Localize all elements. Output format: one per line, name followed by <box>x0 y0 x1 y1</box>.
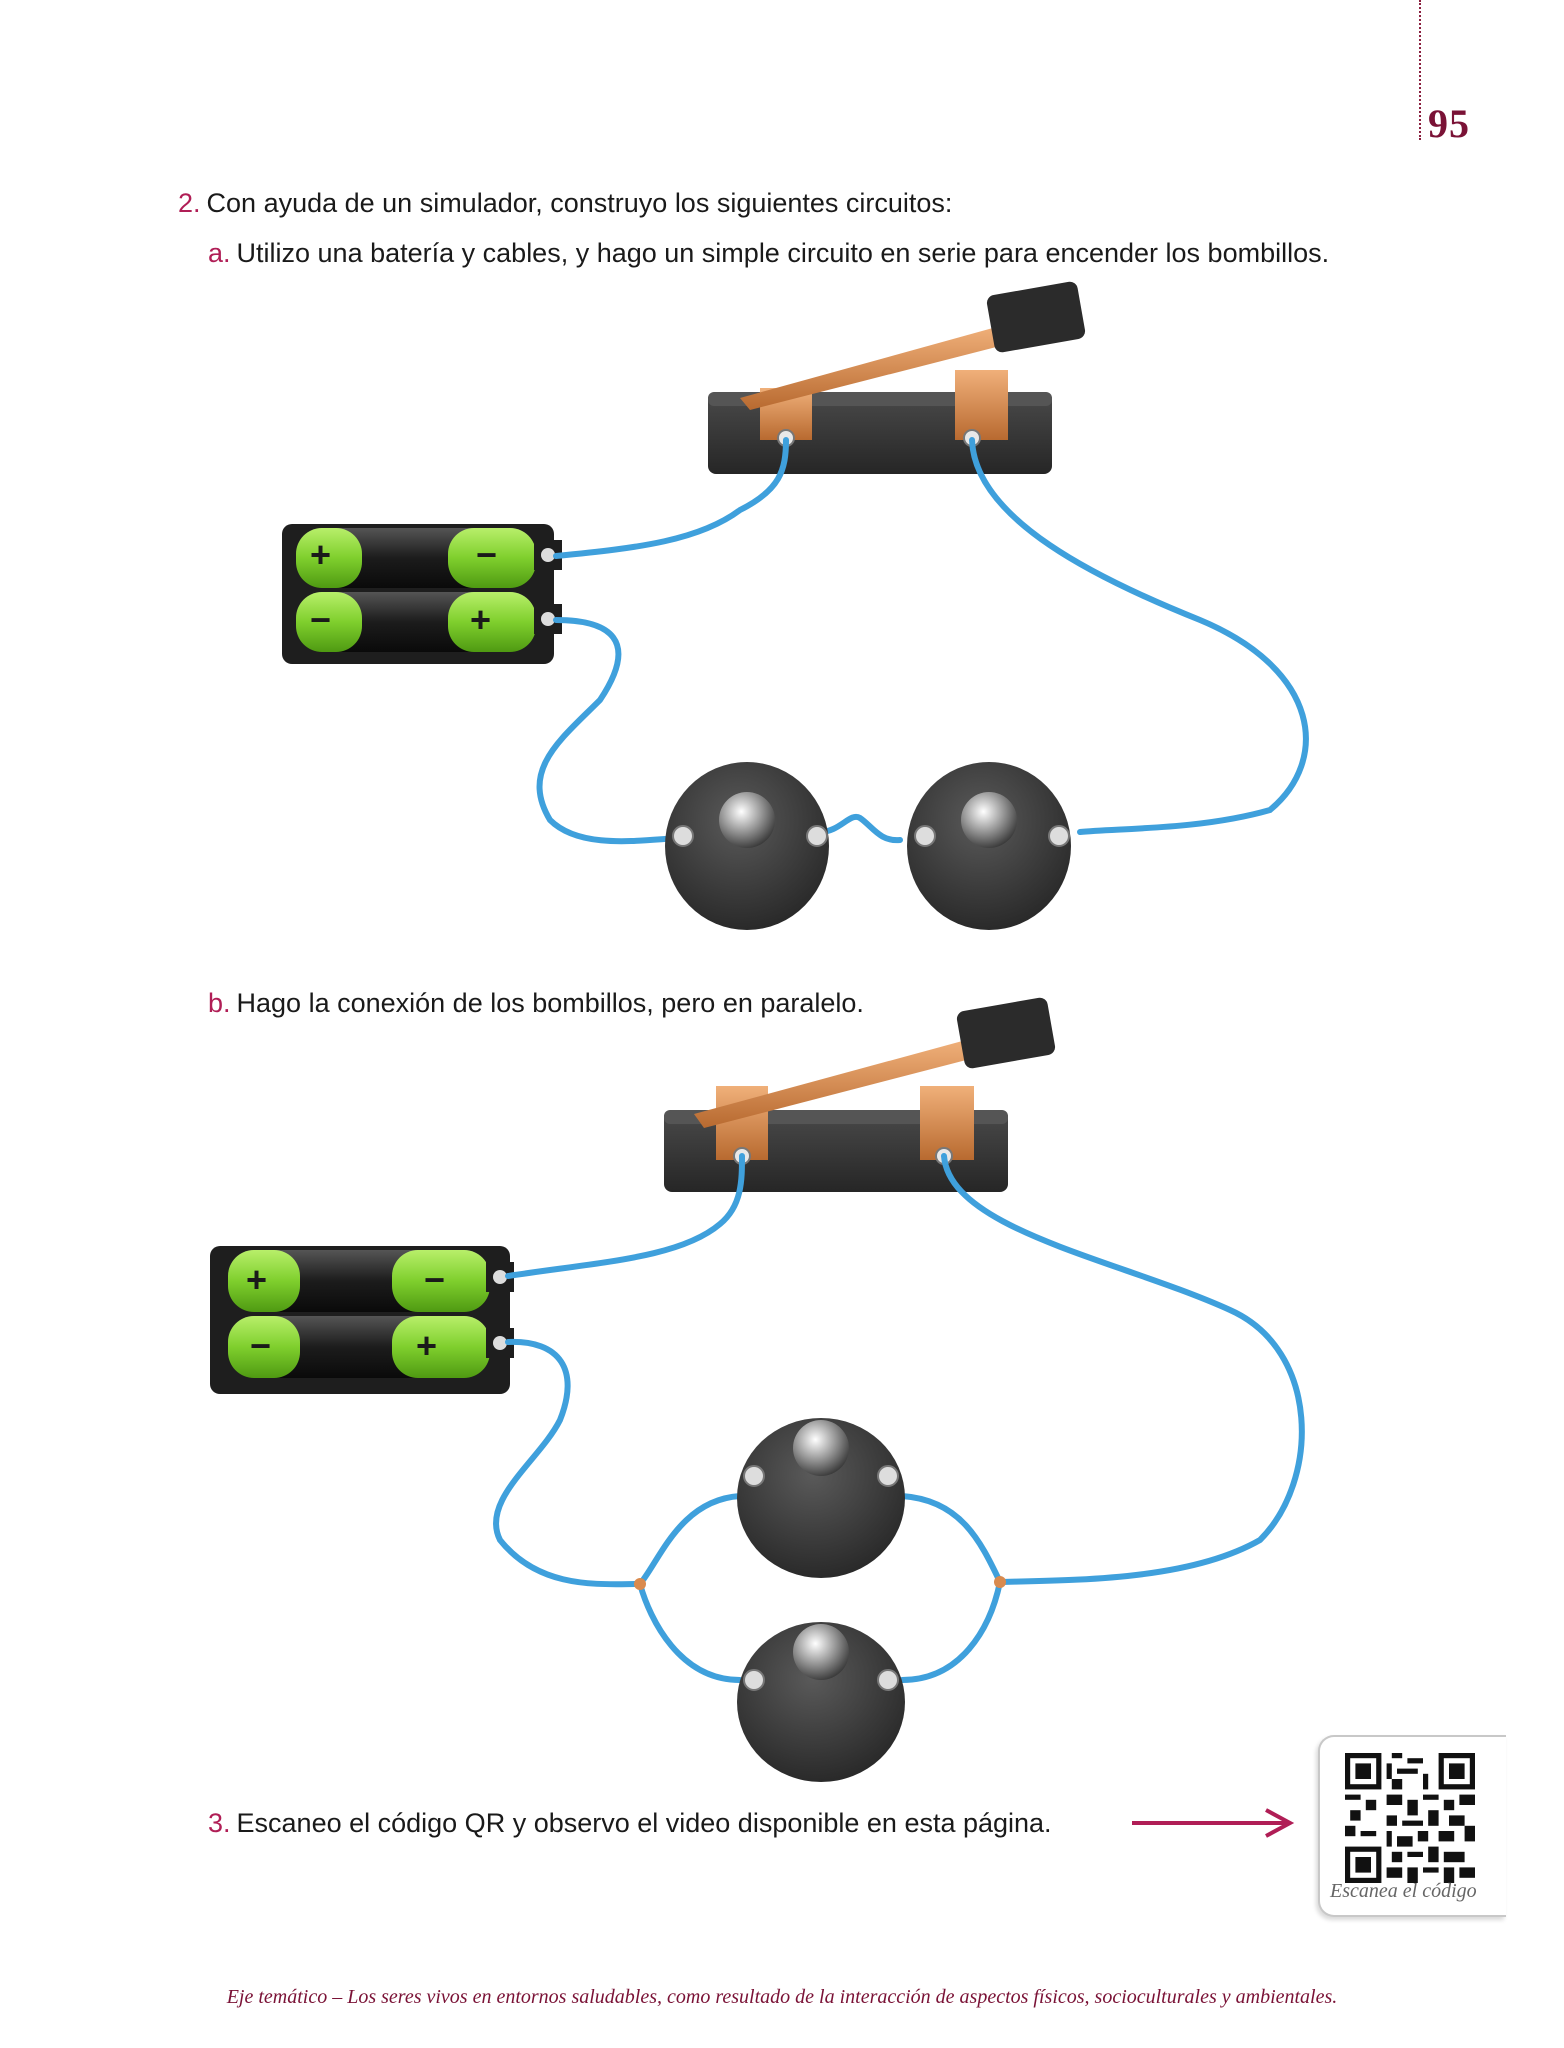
bulb-icon <box>793 1420 849 1476</box>
battery-pack: + − − + <box>282 524 562 664</box>
qr-code-icon[interactable] <box>1345 1753 1475 1883</box>
arrow-right-icon <box>1132 1808 1295 1838</box>
bulb-socket <box>907 762 1071 930</box>
question-text: Hago la conexión de los bombillos, pero … <box>236 988 864 1018</box>
bulb-icon <box>719 792 775 848</box>
battery-plus-sign: + <box>416 1325 437 1366</box>
switch <box>664 997 1056 1192</box>
question-3: 3.Escaneo el código QR y observo el vide… <box>208 1806 1052 1840</box>
switch-lever <box>694 1040 974 1128</box>
battery-minus-sign: − <box>476 534 497 575</box>
qr-caption: Escanea el código <box>1330 1880 1477 1902</box>
series-wires <box>536 437 1309 845</box>
question-number: a. <box>208 238 231 268</box>
switch-lever <box>740 326 1008 410</box>
bulb-icon <box>961 792 1017 848</box>
question-text: Con ayuda de un simulador, construyo los… <box>206 188 953 218</box>
page-number-rule <box>1419 0 1421 140</box>
battery-plus-sign: + <box>246 1259 267 1300</box>
wire-junction <box>994 1576 1006 1588</box>
question-text: Utilizo una batería y cables, y hago un … <box>236 238 1330 268</box>
bulb-socket <box>665 762 829 930</box>
question-2: 2.Con ayuda de un simulador, construyo l… <box>178 186 952 220</box>
footer-text: Eje temático – Los seres vivos en entorn… <box>226 1986 1338 2008</box>
battery-minus-sign: − <box>424 1259 445 1300</box>
battery-minus-sign: − <box>250 1325 271 1366</box>
battery-pack: + − − + <box>210 1246 514 1394</box>
switch-handle <box>986 281 1086 353</box>
question-text: Escaneo el código QR y observo el video … <box>236 1808 1052 1838</box>
switch-handle <box>956 997 1056 1069</box>
bulb-icon <box>793 1624 849 1680</box>
battery-plus-sign: + <box>470 599 491 640</box>
parallel-wires <box>493 1153 1305 1683</box>
battery-plus-sign: + <box>310 534 331 575</box>
wire-junction <box>634 1578 646 1590</box>
bulb-socket <box>737 1418 905 1578</box>
question-number: 3. <box>208 1808 231 1838</box>
page-number: 95 <box>1428 101 1470 146</box>
question-number: b. <box>208 988 231 1018</box>
bulb-socket <box>737 1622 905 1782</box>
qr-card[interactable] <box>1318 1735 1506 1917</box>
question-2b: b.Hago la conexión de los bombillos, per… <box>208 986 864 1020</box>
question-number: 2. <box>178 188 201 218</box>
battery-minus-sign: − <box>310 599 331 640</box>
question-2a: a.Utilizo una batería y cables, y hago u… <box>208 236 1329 270</box>
switch <box>708 281 1086 474</box>
